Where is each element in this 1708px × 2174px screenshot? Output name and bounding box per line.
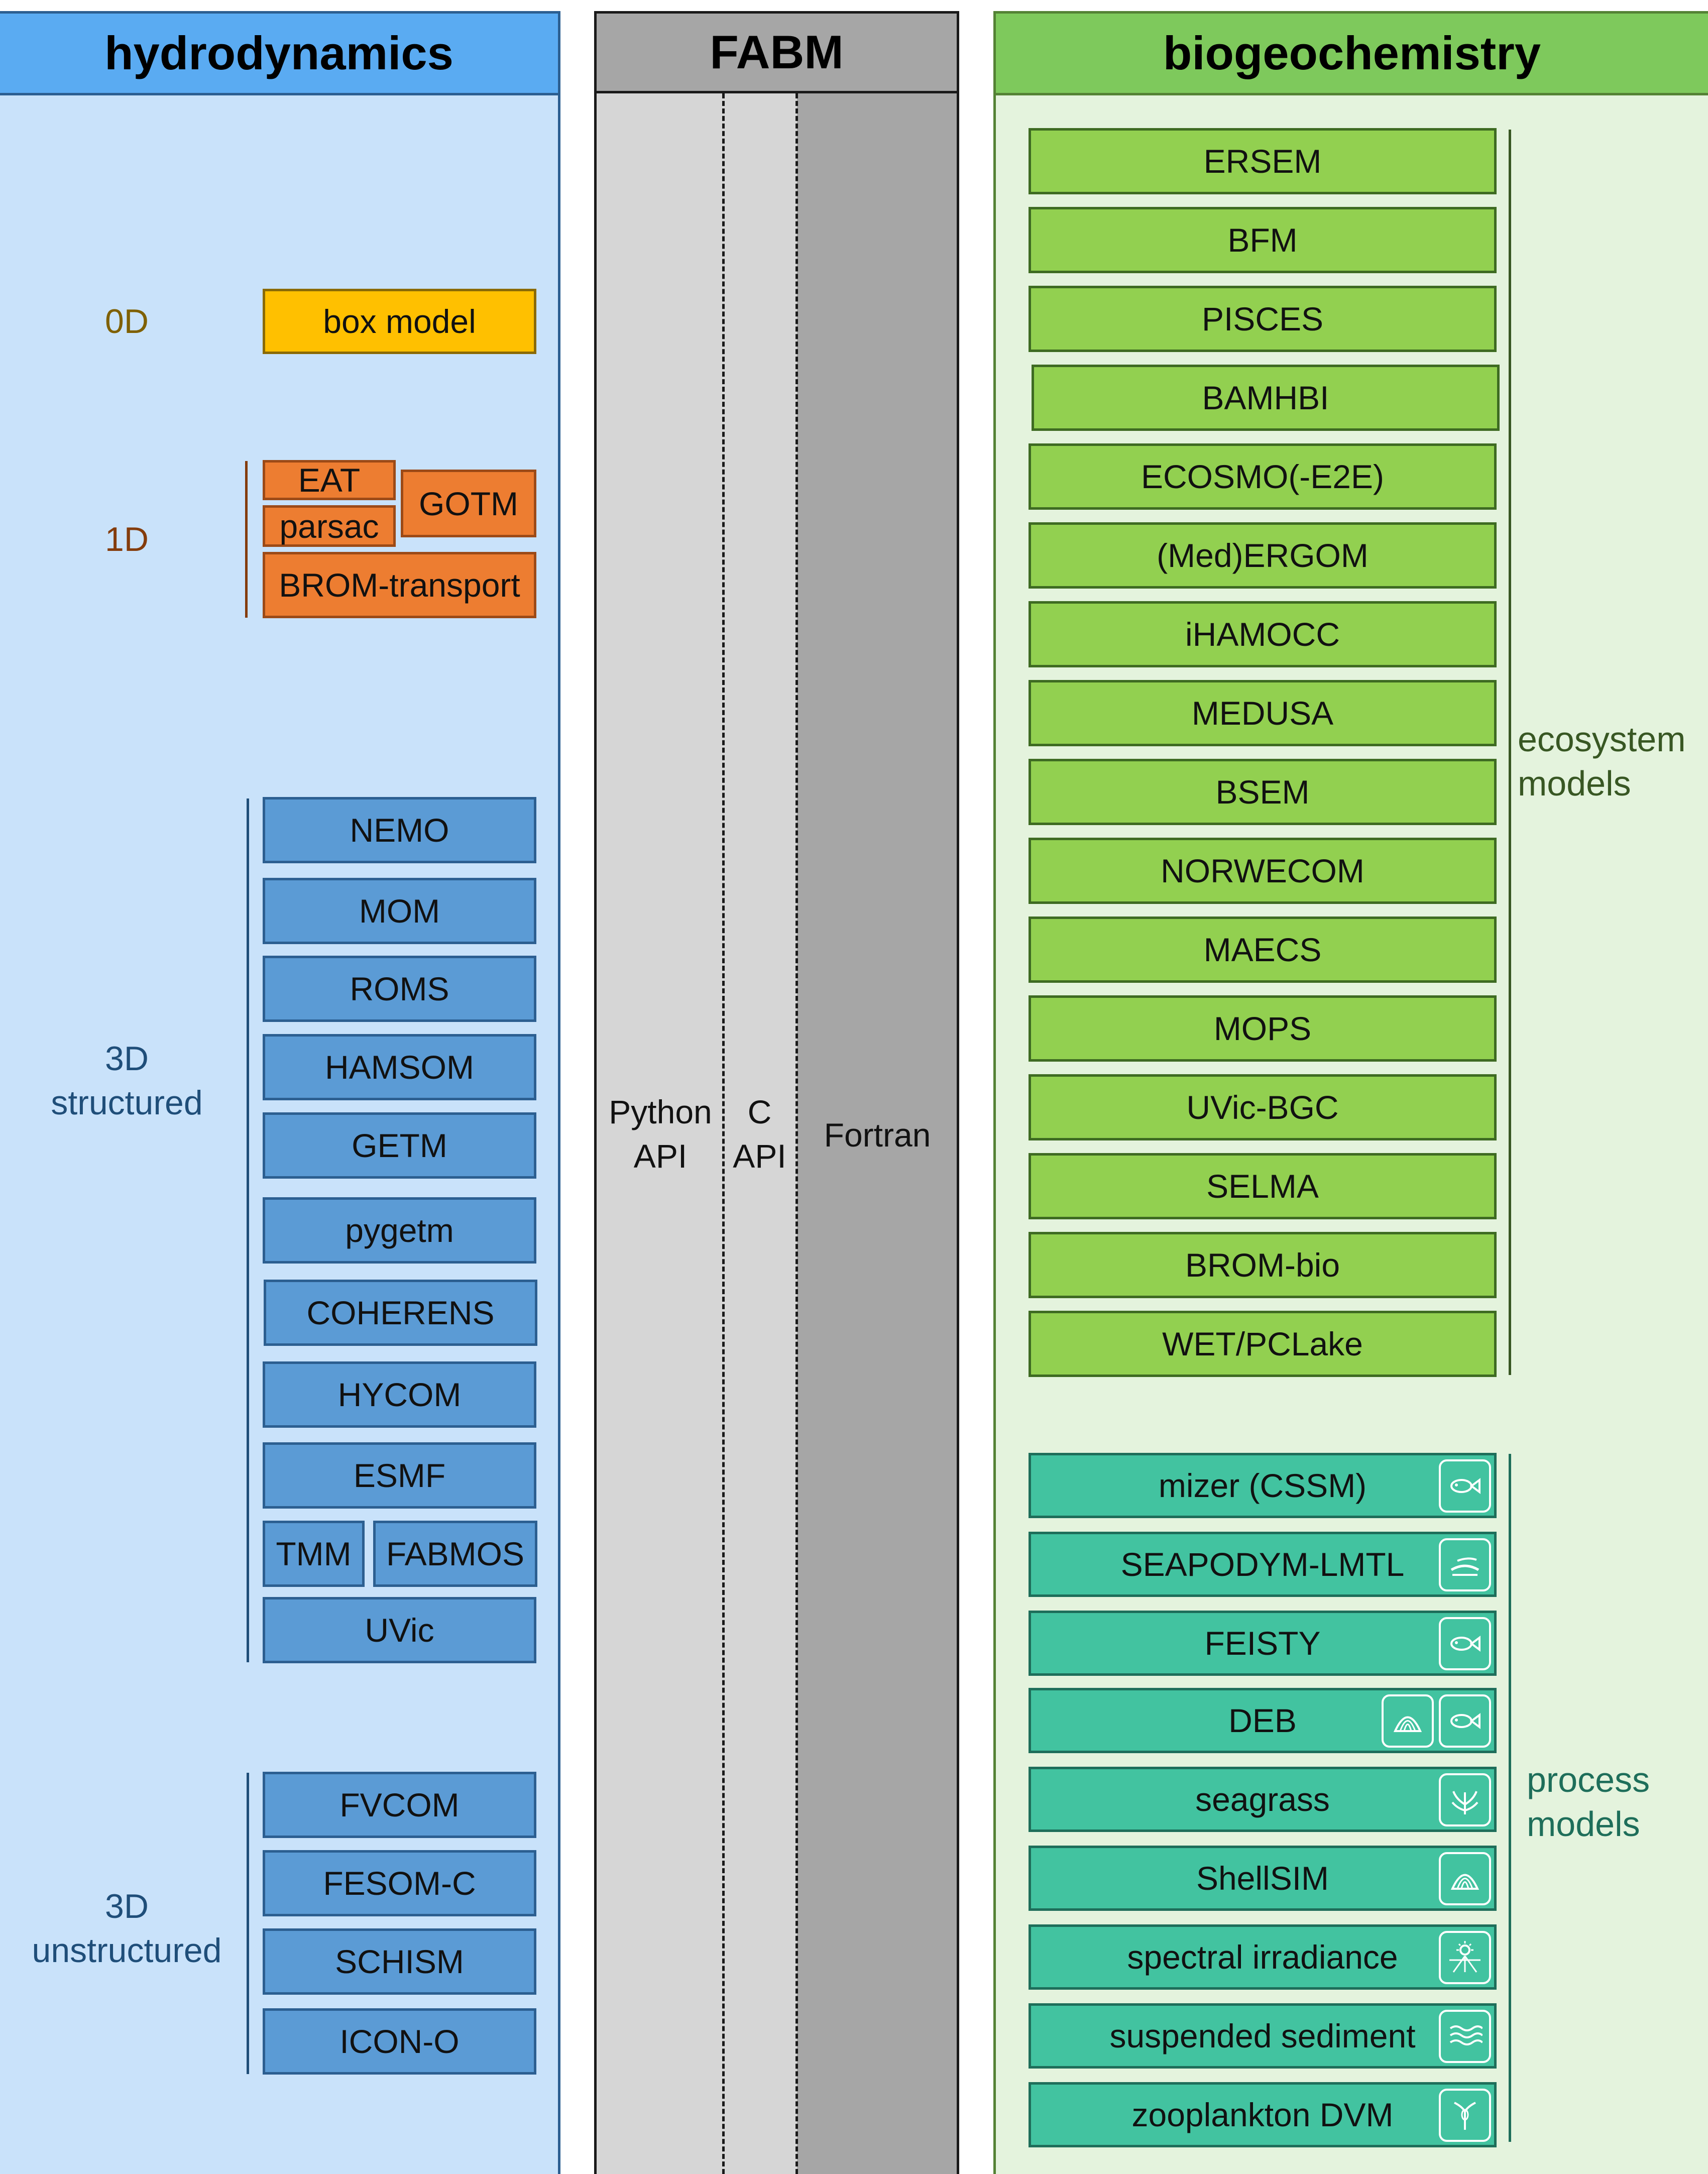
model-ecosmo-e2e: ECOSMO(-E2E) bbox=[1029, 443, 1497, 510]
model-schism: SCHISM bbox=[263, 1928, 536, 1995]
model-mom: MOM bbox=[263, 878, 536, 944]
process-model-label: suspended sediment bbox=[1109, 2017, 1416, 2054]
model-tmm: TMM bbox=[263, 1521, 365, 1587]
process-model-label: ShellSIM bbox=[1196, 1860, 1329, 1897]
bracket-ecosystem-models bbox=[1509, 130, 1511, 1375]
group-label-1d: 1D bbox=[105, 520, 149, 558]
group-label-3d-structured: 3D structured bbox=[15, 1037, 239, 1125]
fabm-header: FABM bbox=[594, 11, 959, 93]
model-hycom: HYCOM bbox=[263, 1361, 536, 1428]
waves-icon bbox=[1439, 2010, 1491, 2063]
group-label-ecosystem-line1: ecosystem bbox=[1518, 720, 1686, 759]
fortran-layer bbox=[797, 93, 957, 2174]
process-model-zooplankton-dvm: zooplankton DVM bbox=[1029, 2082, 1497, 2147]
c-api-label: C API bbox=[726, 1090, 793, 1178]
shell-icon bbox=[1439, 1852, 1491, 1905]
group-label-ecosystem-models: ecosystem models bbox=[1518, 717, 1708, 806]
fortran-label: Fortran bbox=[824, 1116, 931, 1154]
group-label-3d-unstructured-line2: unstructured bbox=[32, 1931, 222, 1970]
model-roms: ROMS bbox=[263, 956, 536, 1022]
model-parsac: parsac bbox=[263, 505, 396, 547]
process-model-deb: DEB bbox=[1029, 1688, 1497, 1753]
fish-icon bbox=[1439, 1617, 1491, 1670]
model-brom-transport: BROM-transport bbox=[263, 552, 536, 618]
biogeochemistry-header: biogeochemistry bbox=[993, 11, 1708, 95]
bracket-process-models bbox=[1509, 1454, 1511, 2142]
group-label-3d-structured-line1: 3D bbox=[105, 1040, 149, 1078]
model-mops: MOPS bbox=[1029, 995, 1497, 1062]
model-fvcom: FVCOM bbox=[263, 1772, 536, 1838]
model-uvic-bgc: UVic-BGC bbox=[1029, 1074, 1497, 1140]
model-ihamocc: iHAMOCC bbox=[1029, 601, 1497, 667]
model-fabmos: FABMOS bbox=[373, 1521, 537, 1587]
model-selma: SELMA bbox=[1029, 1153, 1497, 1219]
model-brom-bio: BROM-bio bbox=[1029, 1232, 1497, 1298]
bracket-3d-structured bbox=[247, 798, 249, 1662]
bracket-3d-unstructured bbox=[247, 1773, 249, 2074]
sun-icon bbox=[1439, 1931, 1491, 1984]
group-label-0d: 0D bbox=[105, 302, 149, 340]
model-bsem: BSEM bbox=[1029, 759, 1497, 825]
model-uvic: UVic bbox=[263, 1597, 536, 1663]
process-model-seagrass: seagrass bbox=[1029, 1767, 1497, 1832]
process-model-seapodym: SEAPODYM-LMTL bbox=[1029, 1532, 1497, 1597]
group-label-process-line2: models bbox=[1527, 1804, 1640, 1844]
seagrass-icon bbox=[1439, 1773, 1491, 1826]
model-pygetm: pygetm bbox=[263, 1197, 536, 1264]
group-label-ecosystem-line2: models bbox=[1518, 764, 1631, 803]
bracket-1d bbox=[245, 461, 248, 618]
group-label-process-line1: process bbox=[1527, 1760, 1650, 1799]
shrimp-icon bbox=[1439, 1538, 1491, 1591]
model-med-ergom: (Med)ERGOM bbox=[1029, 522, 1497, 589]
model-hamsom: HAMSOM bbox=[263, 1034, 536, 1100]
process-model-shellsim: ShellSIM bbox=[1029, 1846, 1497, 1911]
process-model-suspended-sediment: suspended sediment bbox=[1029, 2003, 1497, 2069]
python-api-line1: Python bbox=[609, 1093, 712, 1130]
python-api-label: Python API bbox=[603, 1090, 718, 1178]
model-box-model: box model bbox=[263, 289, 536, 354]
group-label-3d-unstructured: 3D unstructured bbox=[10, 1884, 244, 1973]
model-maecs: MAECS bbox=[1029, 917, 1497, 983]
process-model-spectral-irradiance: spectral irradiance bbox=[1029, 1924, 1497, 1990]
model-icon-o: ICON-O bbox=[263, 2008, 536, 2075]
c-api-line1: C bbox=[747, 1093, 772, 1130]
model-eat: EAT bbox=[263, 460, 396, 500]
process-model-label: SEAPODYM-LMTL bbox=[1120, 1546, 1405, 1583]
model-medusa: MEDUSA bbox=[1029, 680, 1497, 746]
process-model-label: DEB bbox=[1228, 1702, 1297, 1739]
model-coherens: COHERENS bbox=[264, 1280, 537, 1346]
fish-icon bbox=[1439, 1694, 1491, 1748]
python-c-divider bbox=[722, 93, 725, 2174]
c-fortran-divider bbox=[795, 93, 798, 2174]
group-label-process-models: process models bbox=[1527, 1758, 1708, 1846]
model-bamhbi: BAMHBI bbox=[1032, 365, 1500, 431]
process-model-label: FEISTY bbox=[1204, 1625, 1321, 1662]
model-ersem: ERSEM bbox=[1029, 128, 1497, 194]
c-api-line2: API bbox=[733, 1137, 786, 1175]
zooplankton-icon bbox=[1439, 2089, 1491, 2142]
process-model-label: spectral irradiance bbox=[1127, 1938, 1398, 1976]
model-bfm: BFM bbox=[1029, 207, 1497, 273]
model-getm: GETM bbox=[263, 1112, 536, 1179]
python-api-line2: API bbox=[633, 1137, 688, 1175]
model-gotm: GOTM bbox=[401, 470, 536, 537]
model-wet-pclake: WET/PCLake bbox=[1029, 1311, 1497, 1377]
model-nemo: NEMO bbox=[263, 797, 536, 863]
model-fesom-c: FESOM-C bbox=[263, 1850, 536, 1916]
fish-icon bbox=[1439, 1459, 1491, 1513]
group-label-3d-unstructured-line1: 3D bbox=[105, 1887, 149, 1925]
process-model-feisty: FEISTY bbox=[1029, 1611, 1497, 1676]
process-model-mizer: mizer (CSSM) bbox=[1029, 1453, 1497, 1518]
process-model-label: mizer (CSSM) bbox=[1158, 1467, 1367, 1504]
hydrodynamics-header: hydrodynamics bbox=[0, 11, 560, 95]
model-norwecom: NORWECOM bbox=[1029, 838, 1497, 904]
model-pisces: PISCES bbox=[1029, 286, 1497, 352]
model-esmf: ESMF bbox=[263, 1442, 536, 1509]
group-label-3d-structured-line2: structured bbox=[51, 1084, 203, 1122]
process-model-label: seagrass bbox=[1195, 1781, 1330, 1818]
shell-icon bbox=[1382, 1694, 1434, 1748]
process-model-label: zooplankton DVM bbox=[1131, 2096, 1394, 2133]
